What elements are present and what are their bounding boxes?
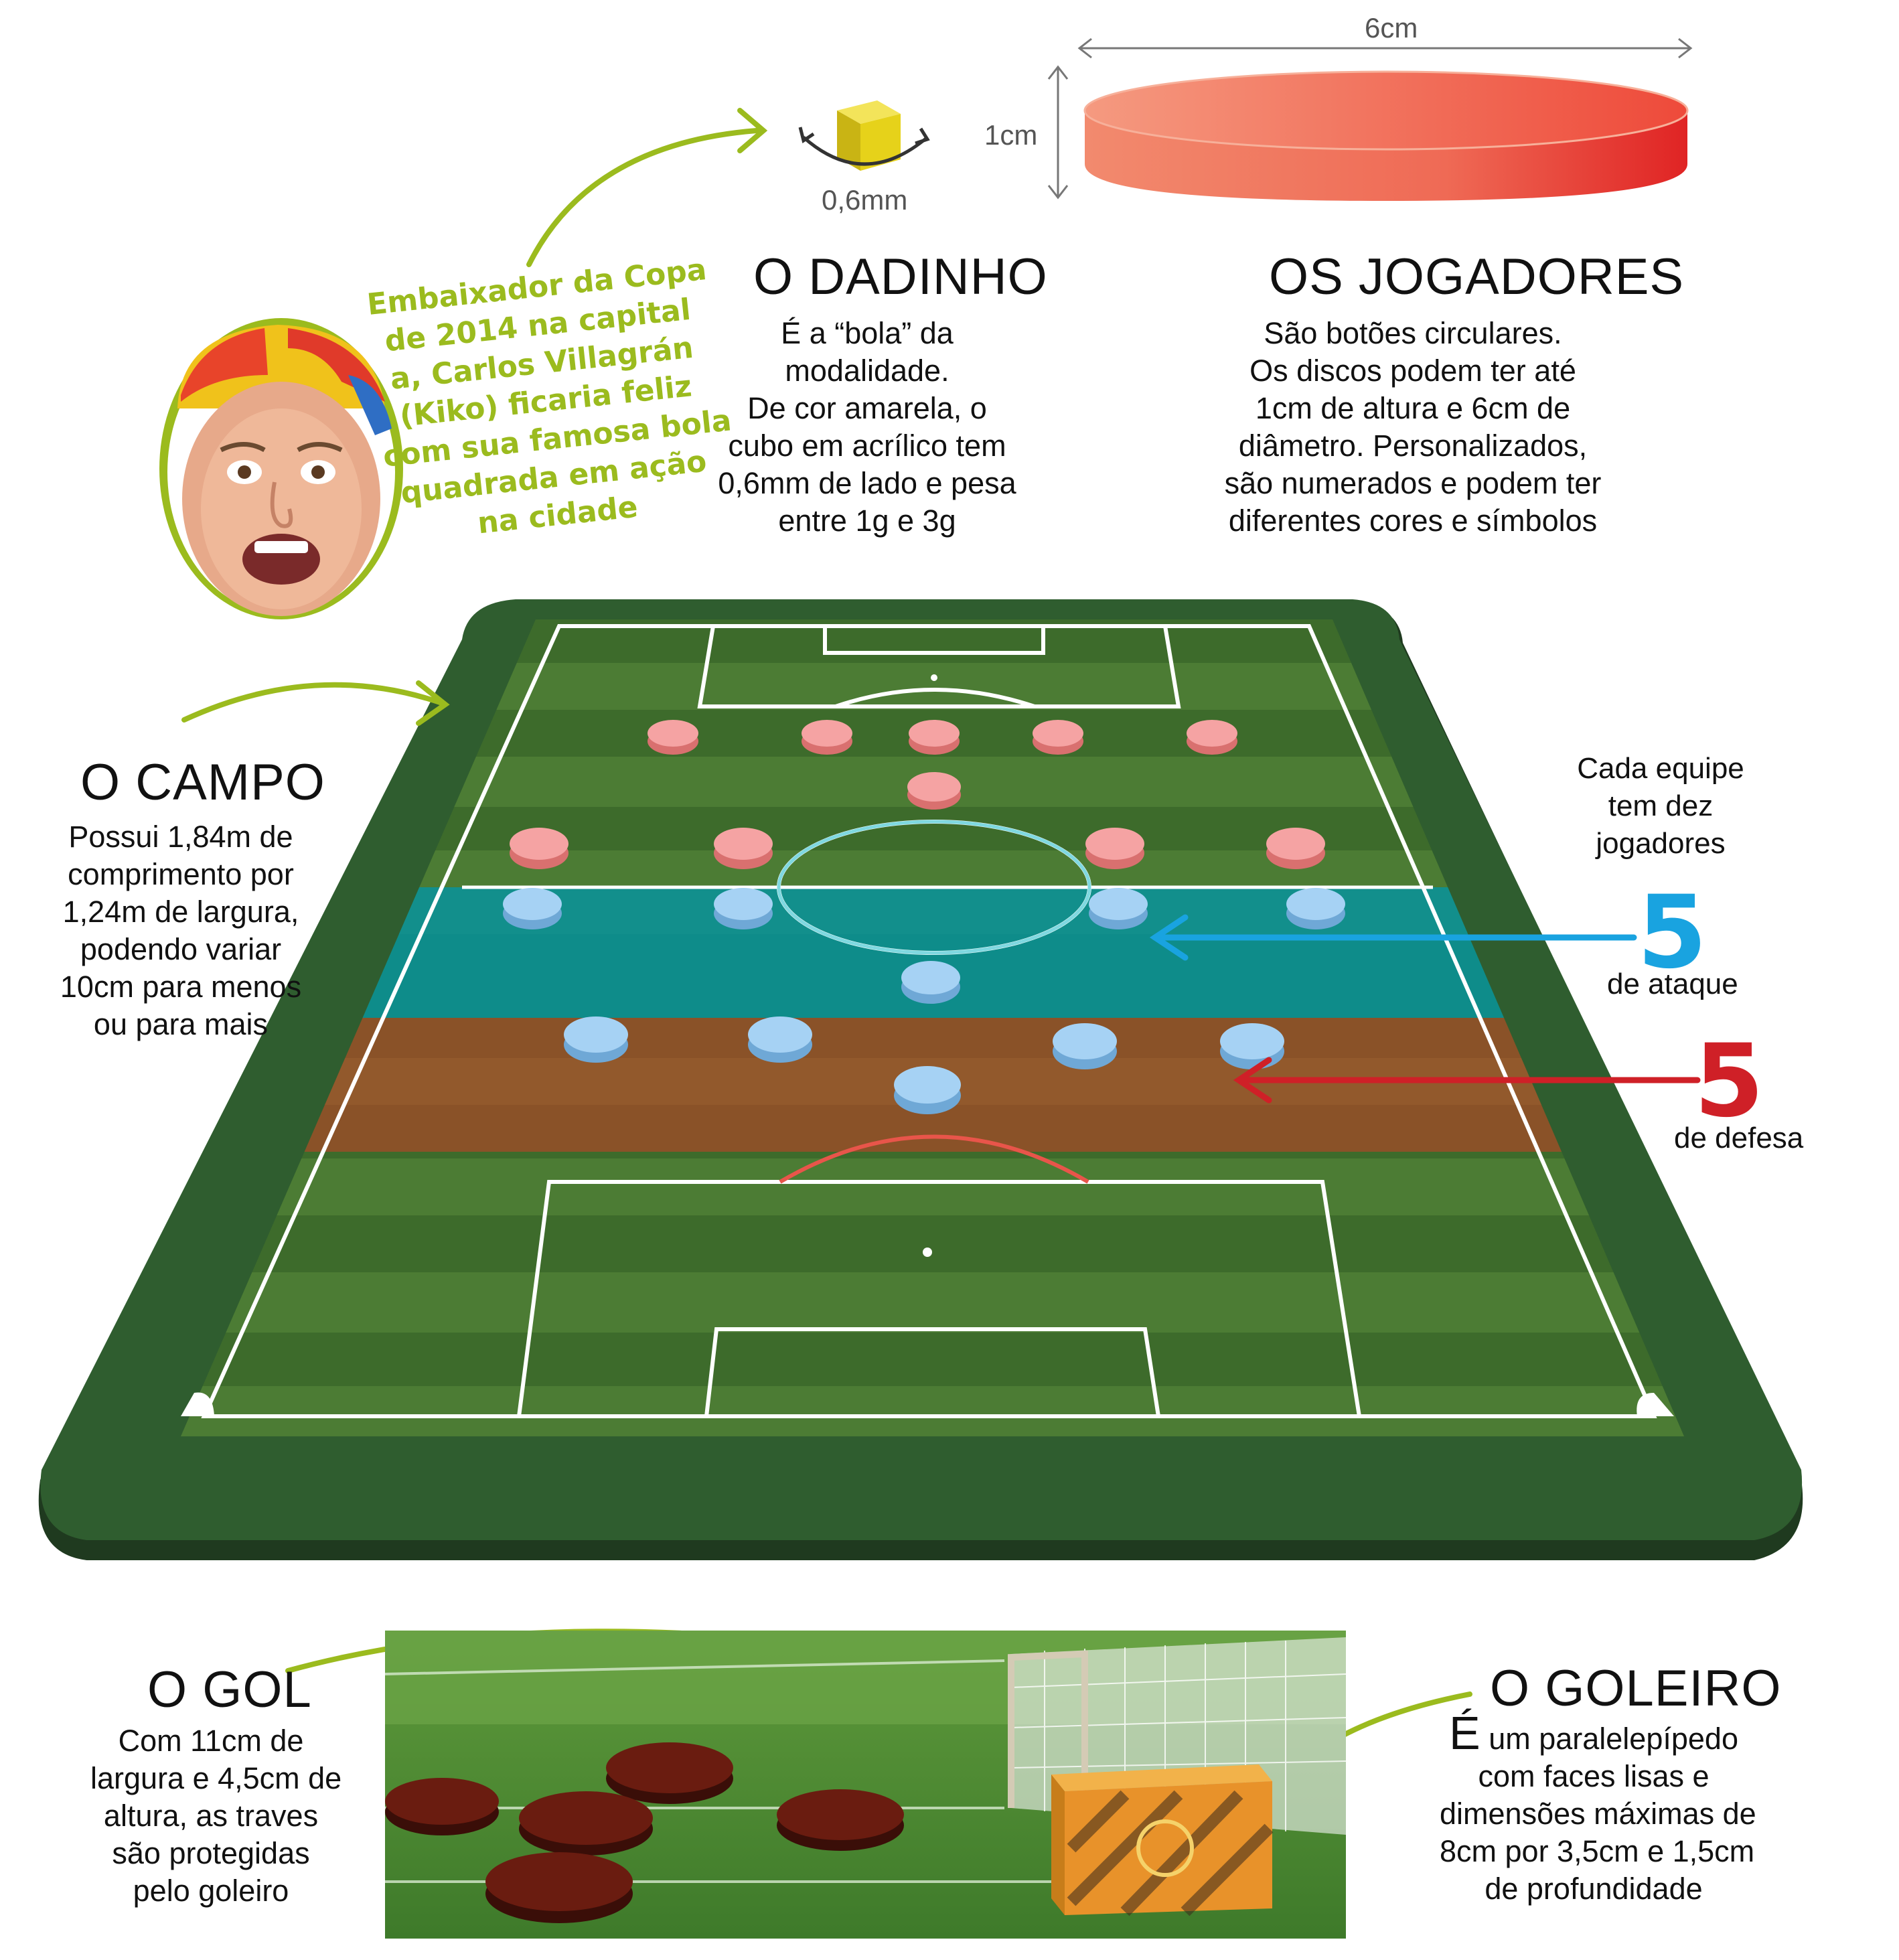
text-line: ou para mais [93, 1007, 269, 1041]
text-line: 1cm de altura e 6cm de [1255, 391, 1571, 425]
blue-player [1286, 888, 1345, 929]
text-line: altura, as traves [103, 1799, 319, 1833]
campo-description: Possui 1,84m de comprimento por 1,24m de… [54, 818, 308, 1043]
goleiro-title: O GOLEIRO [1490, 1660, 1782, 1717]
campo-title: O CAMPO [80, 754, 325, 811]
photo-discs [385, 1742, 904, 1923]
defense-count: 5 [1694, 1023, 1764, 1140]
red-player [510, 828, 568, 869]
text-line: um paralelepípedo [1480, 1722, 1738, 1756]
jogadores-description: São botões circulares. Os discos podem t… [1199, 315, 1627, 540]
text-line: entre 1g e 3g [778, 504, 956, 538]
dadinho-description: É a “bola” da modalidade. De cor amarela… [690, 315, 1045, 540]
red-player [909, 720, 960, 755]
height-dimension-line [1047, 65, 1069, 200]
blue-player [564, 1016, 628, 1063]
goleiro-first-line: É um paralelepípedo [1440, 1710, 1748, 1758]
blue-player [503, 888, 562, 929]
defense-label: de defesa [1674, 1122, 1804, 1154]
text-line: 10cm para menos [60, 970, 302, 1004]
red-player [907, 772, 961, 810]
jogadores-title: OS JOGADORES [1269, 248, 1685, 305]
red-player [802, 720, 852, 755]
kiko-caption: Embaixador da Copa de 2014 na capital a,… [366, 251, 733, 552]
text-line: são numerados e podem ter [1224, 466, 1602, 500]
width-dimension-line [1077, 37, 1693, 59]
red-player [1085, 828, 1144, 869]
text-line: Com 11cm de [118, 1724, 304, 1758]
red-player [1187, 720, 1237, 755]
text-line: diferentes cores e símbolos [1228, 504, 1598, 538]
text-line: modalidade. [785, 354, 950, 388]
text-line: diâmetro. Personalizados, [1238, 429, 1588, 463]
gol-title: O GOL [147, 1661, 312, 1718]
text-line: De cor amarela, o [747, 391, 987, 425]
soccer-field-board [38, 599, 1803, 1560]
text-line: são protegidas [112, 1836, 310, 1870]
red-team-players [510, 720, 1325, 869]
kiko-face-icon [159, 318, 403, 619]
blue-player [894, 1066, 961, 1114]
text-line: pelo goleiro [133, 1874, 289, 1908]
yellow-cube-icon [798, 100, 930, 171]
text-line: Possui 1,84m de [68, 820, 293, 854]
text-line: dimensões máximas de [1440, 1797, 1756, 1831]
red-player [648, 720, 698, 755]
drop-cap: É [1449, 1707, 1480, 1759]
text-line: comprimento por [68, 857, 294, 891]
red-player [1266, 828, 1325, 869]
goal-photo-icon [384, 1631, 1347, 1939]
text-line: de profundidade [1485, 1872, 1703, 1906]
attack-count: 5 [1637, 875, 1707, 991]
text-line: Cada equipe [1577, 752, 1744, 785]
disc-height-label: 1cm [984, 119, 1038, 151]
text-line: 1,24m de largura, [62, 895, 299, 929]
disc-width-label: 6cm [1365, 12, 1418, 44]
blue-player [1089, 888, 1148, 929]
blue-player [901, 961, 960, 1004]
cube-dimension-label: 0,6mm [822, 184, 908, 216]
gol-description: Com 11cm de largura e 4,5cm de altura, a… [90, 1722, 342, 1910]
dadinho-title: O DADINHO [753, 248, 1048, 305]
text-line: largura e 4,5cm de [90, 1761, 342, 1795]
text-line: É a “bola” da [781, 316, 954, 350]
text-line: 0,6mm de lado e pesa [718, 466, 1016, 500]
red-player [1033, 720, 1083, 755]
text-line: cubo em acrílico tem [728, 429, 1006, 463]
blue-player [748, 1016, 812, 1063]
blue-player [1053, 1023, 1117, 1069]
blue-team-players [503, 888, 1345, 1114]
attack-label: de ataque [1607, 968, 1738, 1000]
blue-player [714, 888, 773, 929]
text-line: com faces lisas e [1478, 1759, 1710, 1793]
red-disc-icon [1083, 70, 1689, 201]
blue-player [1220, 1023, 1284, 1069]
goleiro-description: É um paralelepípedo com faces lisas e di… [1440, 1710, 1756, 1908]
goalkeeper-block [1051, 1764, 1274, 1916]
text-line: tem dez [1608, 789, 1714, 822]
text-line: São botões circulares. [1264, 316, 1562, 350]
equipe-note: Cada equipe tem dez jogadores [1567, 750, 1754, 862]
text-line: Os discos podem ter até [1249, 354, 1576, 388]
text-line: jogadores [1596, 827, 1726, 860]
red-player [714, 828, 773, 869]
text-line: 8cm por 3,5cm e 1,5cm [1440, 1834, 1755, 1868]
text-line: podendo variar [80, 932, 282, 966]
